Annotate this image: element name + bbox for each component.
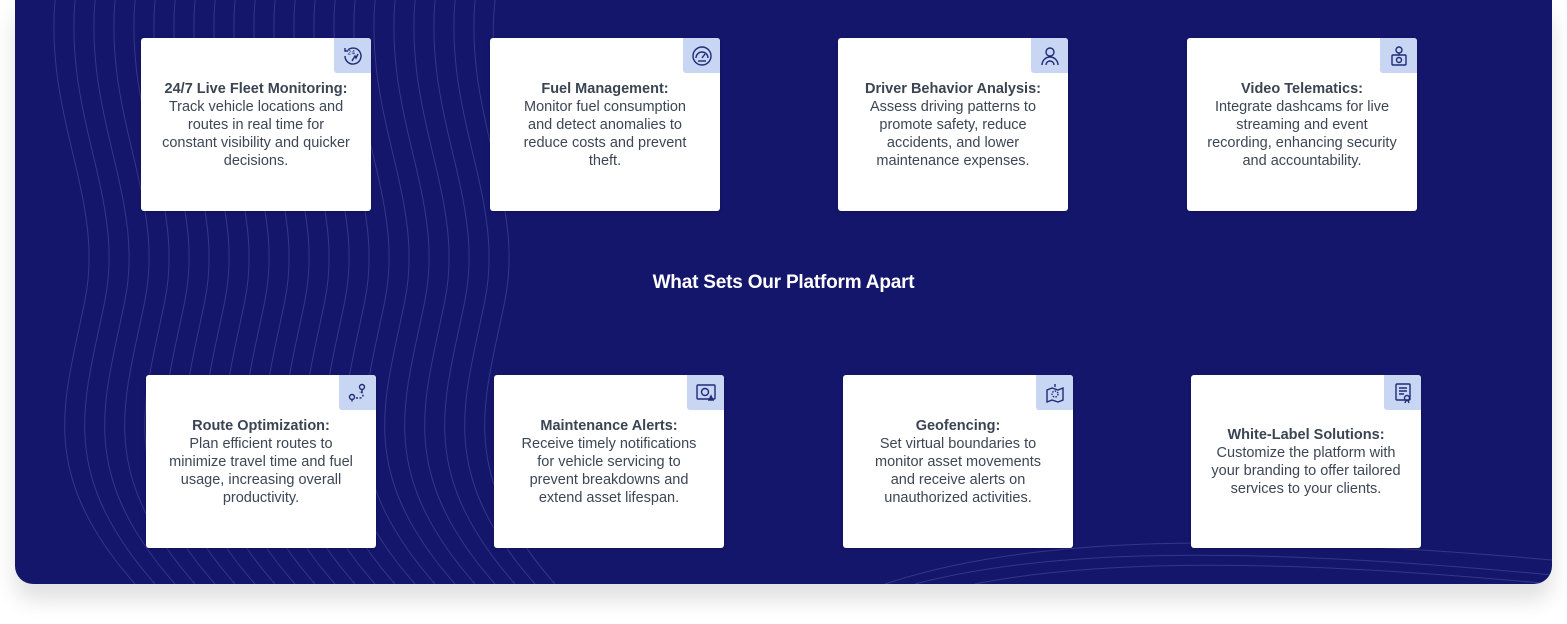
feature-title: Route Optimization:: [192, 417, 330, 434]
driver-icon: [1031, 38, 1068, 73]
feature-description: Track vehicle locations and routes in re…: [162, 98, 350, 169]
feature-description: Integrate dashcams for live streaming an…: [1207, 98, 1397, 169]
feature-title: Fuel Management:: [541, 80, 669, 97]
feature-card-driver-behavior: Driver Behavior Analysis: Assess driving…: [838, 38, 1068, 211]
feature-card-route-optimization: Route Optimization: Plan efficient route…: [146, 375, 376, 548]
feature-title: Driver Behavior Analysis:: [865, 80, 1041, 97]
24-7-clock-icon: 24: [334, 38, 371, 73]
feature-card-live-monitoring: 24 24/7 Live Fleet Monitoring: Track veh…: [141, 38, 371, 211]
feature-description: Plan efficient routes to minimize travel…: [169, 435, 353, 506]
feature-description: Receive timely notifications for vehicle…: [521, 435, 697, 506]
feature-title: Maintenance Alerts:: [540, 417, 678, 434]
feature-title: White-Label Solutions:: [1227, 426, 1385, 443]
document-certificate-icon: [1384, 375, 1421, 410]
feature-description: Customize the platform with your brandin…: [1211, 444, 1401, 497]
feature-description: Assess driving patterns to promote safet…: [869, 98, 1037, 169]
feature-card-geofencing: Geofencing: Set virtual boundaries to mo…: [843, 375, 1073, 548]
svg-text:24: 24: [347, 49, 355, 56]
dashcam-icon: [1380, 38, 1417, 73]
feature-title: Geofencing:: [915, 417, 1001, 434]
feature-card-white-label: White-Label Solutions: Customize the pla…: [1191, 375, 1421, 548]
feature-description: Monitor fuel consumption and detect anom…: [523, 98, 687, 169]
fuel-gauge-icon: [683, 38, 720, 73]
geofence-map-icon: [1036, 375, 1073, 410]
feature-card-fuel-management: Fuel Management: Monitor fuel consumptio…: [490, 38, 720, 211]
feature-title: Video Telematics:: [1241, 80, 1363, 97]
maintenance-alert-icon: [687, 375, 724, 410]
route-icon: [339, 375, 376, 410]
section-title: What Sets Our Platform Apart: [652, 272, 915, 293]
feature-card-maintenance-alerts: Maintenance Alerts: Receive timely notif…: [494, 375, 724, 548]
feature-card-video-telematics: Video Telematics: Integrate dashcams for…: [1187, 38, 1417, 211]
feature-title: 24/7 Live Fleet Monitoring:: [164, 80, 348, 97]
feature-description: Set virtual boundaries to monitor asset …: [874, 435, 1041, 506]
